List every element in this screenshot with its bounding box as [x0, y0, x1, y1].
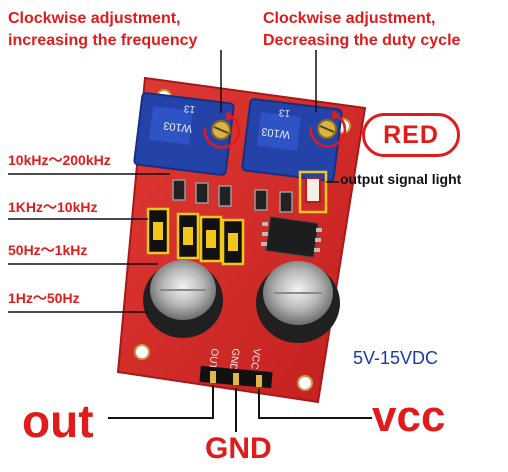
vcc-pin-label: vcc	[372, 392, 446, 441]
output-header-pins	[199, 365, 273, 389]
smd-resistor	[218, 185, 232, 207]
range-label-2: 1KHz〜10kHz	[8, 199, 98, 215]
ne555-chip	[261, 216, 322, 258]
red-badge-label: RED	[383, 120, 439, 149]
output-light-label: output signal light	[340, 171, 462, 187]
out-pointer-line	[108, 385, 214, 419]
mounting-hole	[134, 344, 150, 360]
pot-number-left: 13	[183, 102, 196, 114]
output-led	[305, 177, 321, 203]
smd-resistor	[172, 179, 186, 201]
capacitor-left	[143, 260, 223, 338]
left-adjust-line-1: Clockwise adjustment,	[8, 10, 181, 27]
range-label-3: 50Hz〜1kHz	[8, 242, 88, 258]
potentiometer-frequency	[133, 92, 235, 176]
potentiometer-duty-cycle	[241, 98, 343, 182]
capacitor-right	[256, 261, 340, 343]
right-adjust-line-1: Clockwise adjustment,	[263, 10, 436, 27]
range-label-1: 10kHz〜200kHz	[8, 152, 111, 168]
jumper-header	[146, 207, 245, 266]
left-adjust-line-2: increasing the frequency	[8, 32, 198, 49]
gnd-pin-label: GND	[205, 432, 272, 465]
red-led-badge: RED	[362, 113, 460, 157]
range-label-4: 1Hz〜50Hz	[8, 290, 80, 306]
pot-number-right: 13	[278, 106, 291, 118]
led-highlight-box	[298, 170, 328, 214]
right-adjust-line-2: Decreasing the duty cycle	[263, 32, 461, 49]
mounting-hole	[297, 375, 313, 391]
voltage-label: 5V-15VDC	[353, 348, 439, 368]
vcc-pointer-line	[258, 389, 372, 419]
pot-code-left: W103	[163, 119, 193, 134]
pin-label-vcc: VCC	[248, 348, 262, 370]
out-pin-label: out	[22, 395, 94, 447]
pin-label-gnd: GND	[227, 348, 241, 372]
left-adjust-annotation: Clockwise adjustment, increasing the fre…	[8, 8, 197, 52]
pot-code-right: W103	[261, 125, 291, 140]
smd-resistor	[195, 182, 209, 204]
smd-resistor	[279, 191, 293, 213]
adjust-screw-right	[309, 110, 347, 148]
smd-resistor	[254, 189, 268, 211]
adjust-screw-left	[203, 111, 241, 149]
right-adjust-annotation: Clockwise adjustment, Decreasing the dut…	[263, 8, 460, 52]
pin-label-out: OUT	[206, 348, 220, 370]
